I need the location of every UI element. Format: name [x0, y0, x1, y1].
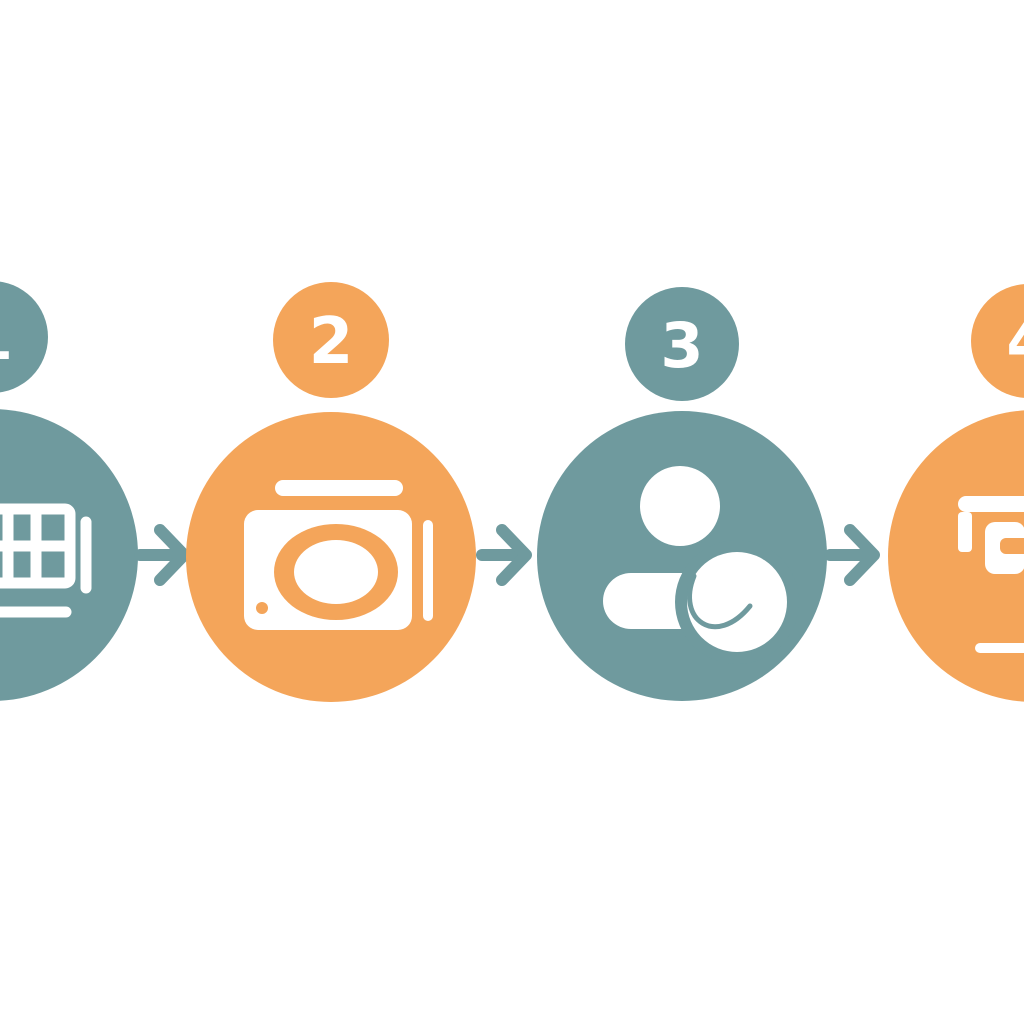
arrow-right-icon: [476, 524, 532, 586]
grid-screen-icon: [0, 503, 92, 618]
step-3-badge: [625, 287, 739, 401]
step-1: 1: [0, 281, 138, 701]
camera-icon: [244, 480, 433, 630]
step-1-badge: [0, 281, 48, 393]
step-2-badge: [273, 282, 389, 398]
step-3: 3: [537, 287, 827, 701]
step-1-number: 1: [0, 304, 13, 374]
arrow-right-icon: [824, 524, 880, 586]
document-icon: [958, 496, 1024, 653]
arrow-right-icon: [134, 524, 190, 586]
step-4-circle: [888, 410, 1024, 702]
step-2-number: 2: [309, 305, 354, 379]
step-4-badge: [971, 284, 1024, 398]
step-4-number: 4: [1006, 305, 1024, 378]
step-3-number: 3: [660, 309, 703, 382]
user-connect-icon: [603, 466, 799, 664]
step-2: 2: [186, 282, 476, 702]
step-3-circle: [537, 411, 827, 701]
step-4: 4: [888, 284, 1024, 702]
